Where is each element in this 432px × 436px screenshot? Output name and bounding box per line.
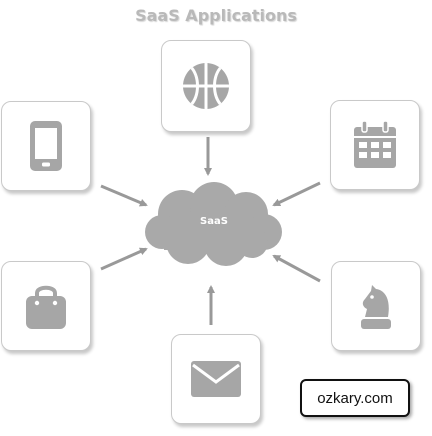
cloud-shape bbox=[145, 182, 282, 266]
basketball-icon bbox=[180, 60, 232, 112]
shopping-bag-icon bbox=[25, 282, 67, 330]
app-card-shopping-bag bbox=[1, 261, 91, 351]
chess-knight-icon bbox=[355, 281, 397, 331]
watermark-badge: ozkary.com bbox=[300, 379, 410, 417]
smartphone-icon bbox=[29, 120, 63, 172]
app-card-calendar bbox=[330, 100, 420, 190]
arrow-shopping-bag bbox=[100, 247, 148, 271]
arrow-chess-knight bbox=[272, 254, 321, 283]
arrow-calendar bbox=[272, 181, 321, 207]
envelope-icon bbox=[190, 359, 242, 399]
app-card-basketball bbox=[161, 40, 251, 132]
app-card-envelope bbox=[171, 334, 261, 424]
calendar-icon bbox=[353, 121, 397, 169]
saas-cloud: SaaS bbox=[140, 180, 288, 270]
diagram-title: SaaS Applications bbox=[135, 6, 297, 25]
app-card-chess-knight bbox=[331, 261, 421, 351]
cloud-label: SaaS bbox=[200, 216, 228, 227]
arrow-smartphone bbox=[100, 184, 148, 207]
app-card-smartphone bbox=[1, 101, 91, 191]
